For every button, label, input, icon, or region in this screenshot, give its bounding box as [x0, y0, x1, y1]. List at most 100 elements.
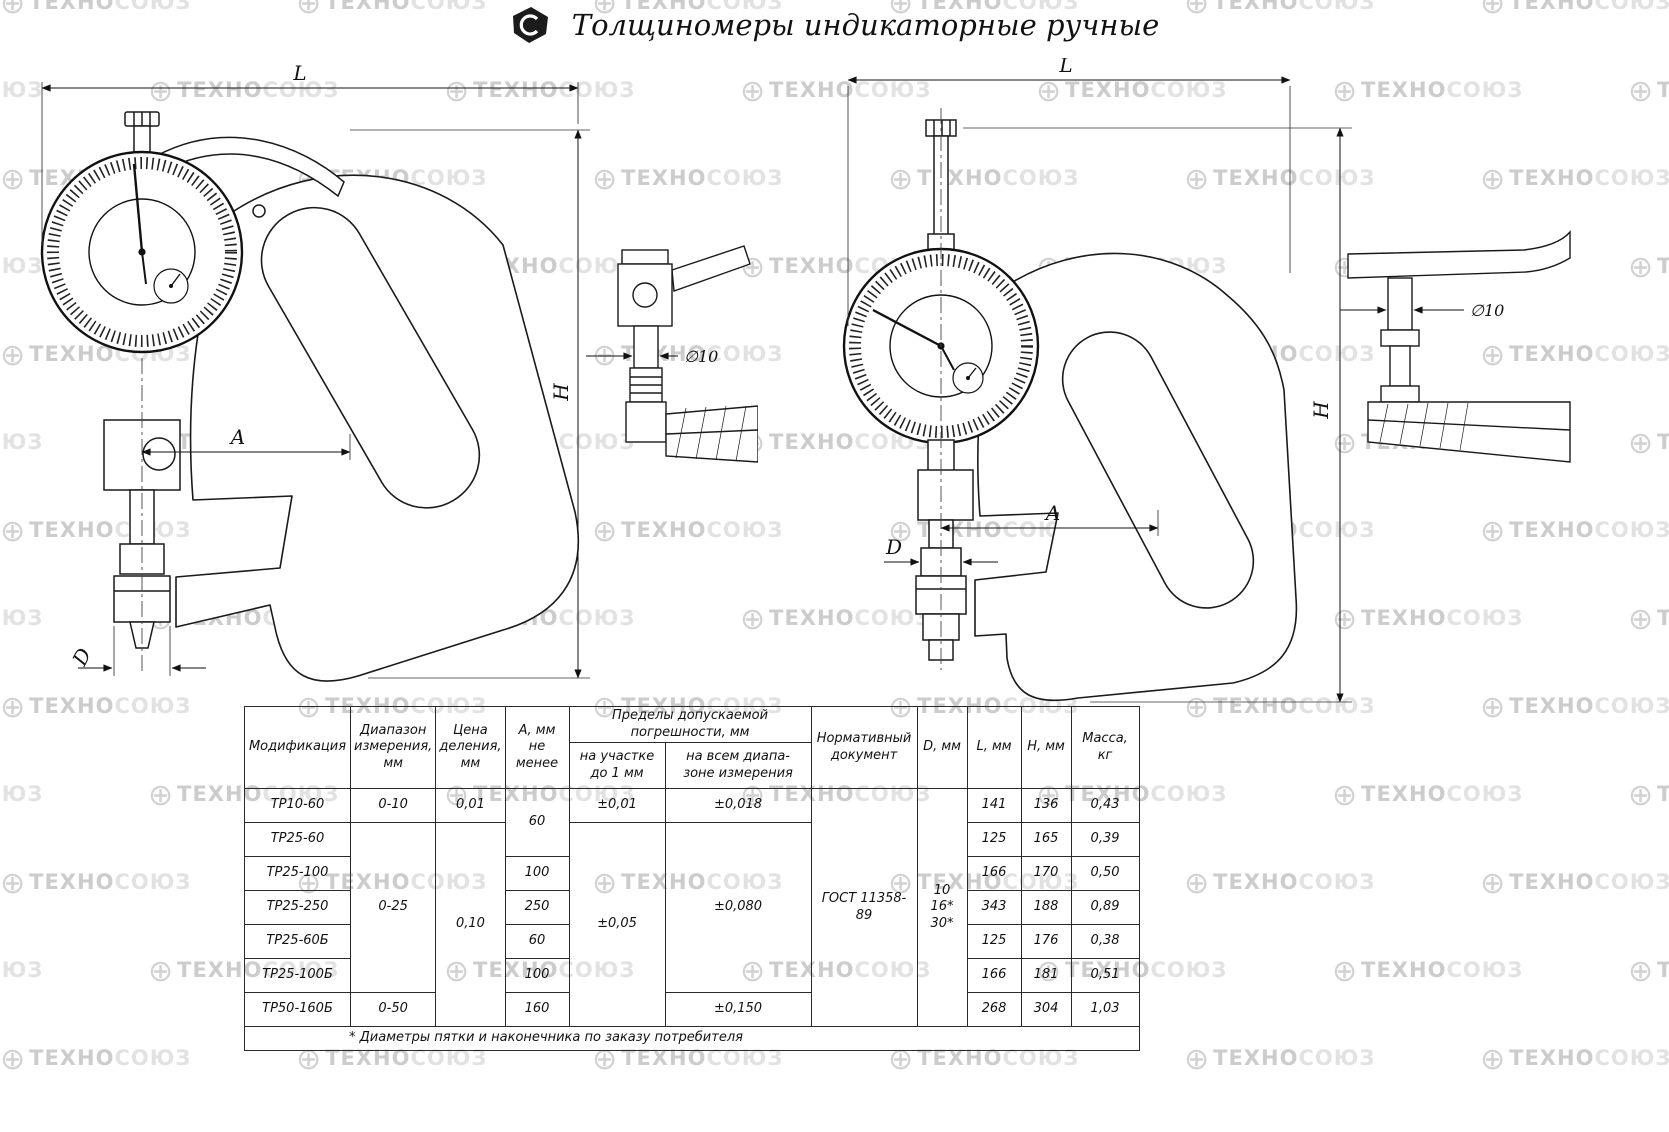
column-header-a-min: А, мм не менее — [504, 706, 570, 789]
column-header-modification: Модификация — [244, 706, 351, 789]
dia-10-label: ∅10 — [1470, 301, 1504, 320]
watermark-item: ⊕ТЕХНОСОЮЗ — [740, 602, 932, 637]
upper-beam — [1347, 230, 1571, 279]
clamp-block — [917, 469, 974, 521]
watermark-item: ⊕ТЕХНОСОЮЗ — [888, 0, 1080, 21]
watermark-item: ⊕ТЕХНОСОЮЗ — [0, 338, 192, 373]
cell-modification: ТР25-60 — [244, 822, 351, 857]
hatching — [1379, 402, 1469, 451]
watermark-item: ⊕ТЕХНОСОЮЗ — [1628, 602, 1669, 637]
watermark-item: ⊕ТЕХНОСОЮЗ — [740, 1130, 931, 1132]
left-projection-drawing: L H A D ∅10 — [40, 61, 758, 682]
dimension-lines — [847, 76, 1464, 703]
section-view — [617, 245, 758, 463]
table-row: ТР25-100Б 100 166 181 0,51 — [244, 958, 1140, 993]
watermark-item: ⊕ТЕХНОСОЮЗ — [1332, 602, 1524, 637]
dim-L-label: L — [1058, 58, 1072, 77]
table-row: ТР10-60 0-10 0,01 60 ±0,01 ±0,018 ГОСТ 1… — [244, 788, 1140, 1027]
watermark-item: ⊕ТЕХНОСОЮЗ — [1184, 0, 1376, 21]
cell-l: 166 — [966, 958, 1022, 993]
watermark-item: ⊕ТЕХНОСОЮЗ — [1480, 866, 1669, 901]
right-projection-drawing: L H A D ∅10 — [842, 58, 1571, 703]
cell-modification: ТР25-100Б — [244, 958, 351, 993]
column-header-h: Н, мм — [1020, 706, 1072, 789]
cell-mass: 0,38 — [1070, 924, 1140, 959]
watermark-item: ⊕ТЕХНОСОЮЗ — [0, 430, 44, 454]
cell-mass: 0,51 — [1070, 958, 1140, 993]
lever-pivot-screw — [252, 204, 266, 218]
cell-mass: 0,43 — [1070, 788, 1140, 823]
watermark-item: ⊕ТЕХНОСОЮЗ — [1628, 250, 1669, 285]
table-footnote: * Диаметры пятки и наконечника по заказу… — [244, 1026, 1140, 1051]
cell-a: 250 — [504, 890, 570, 925]
watermark-item: ⊕ТЕХНОСОЮЗ — [592, 514, 784, 549]
watermark-item: ⊕ТЕХНОСОЮЗ — [0, 0, 192, 21]
cell-error-section: ±0,01 — [568, 788, 666, 823]
cell-l: 125 — [966, 924, 1022, 959]
watermark-item: ⊕ТЕХНОСОЮЗ — [1332, 1130, 1523, 1132]
spec-table: Модификация Диапазон измерения, мм Цена … — [244, 706, 1140, 1051]
cell-a: 100 — [504, 958, 570, 993]
frame-slot — [1061, 331, 1255, 609]
table-row: ТР25-100 100 166 170 0,50 — [244, 856, 1140, 891]
cell-modification: ТР10-60 — [244, 788, 351, 823]
title-row: Толщиномеры индикаторные ручные — [0, 6, 1669, 44]
dim-A-label: A — [1044, 501, 1060, 525]
dial-indicator — [40, 150, 244, 354]
watermark-item: ⊕ТЕХНОСОЮЗ — [1480, 1042, 1669, 1077]
watermark-item: ⊕ТЕХНОСОЮЗ — [1184, 1042, 1376, 1077]
section-view — [1347, 230, 1571, 463]
cell-error-full: ±0,150 — [664, 992, 812, 1027]
watermark-item: ⊕ТЕХНОСОЮЗ — [1036, 1130, 1227, 1132]
cell-error-section: ±0,05 — [568, 822, 666, 1027]
watermark-item: ⊕ТЕХНОСОЮЗ — [0, 606, 44, 630]
cell-mass: 0,89 — [1070, 890, 1140, 925]
manufacturer-logo — [512, 7, 548, 43]
column-header-division: Цена деления, мм — [435, 706, 506, 789]
cell-error-full: ±0,018 — [664, 788, 812, 823]
frame-arm-section — [665, 405, 758, 463]
cell-l: 125 — [966, 822, 1022, 857]
watermark-item: ⊕ТЕХНОСОЮЗ — [1628, 954, 1669, 989]
cell-h: 304 — [1020, 992, 1072, 1027]
watermark-item: ⊕ТЕХНОСОЮЗ — [1184, 162, 1376, 197]
cell-h: 165 — [1020, 822, 1072, 857]
column-header-range: Диапазон измерения, мм — [349, 706, 437, 789]
spindle-assembly — [915, 439, 974, 661]
table-row: ТР25-60 0-25 0,10 ±0,05 ±0,080 125 165 0… — [244, 822, 1140, 1027]
cell-modification: ТР25-60Б — [244, 924, 351, 959]
cell-h: 181 — [1020, 958, 1072, 993]
watermark-item: ⊕ТЕХНОСОЮЗ — [444, 1130, 635, 1132]
watermark-item: ⊕ТЕХНОСОЮЗ — [1480, 690, 1669, 725]
hatching — [675, 405, 747, 462]
watermark-item: ⊕ТЕХНОСОЮЗ — [1184, 866, 1376, 901]
column-header-d: D, мм — [916, 706, 968, 789]
cell-a: 60 — [504, 924, 570, 959]
cell-h: 188 — [1020, 890, 1072, 925]
gauge-frame — [974, 252, 1298, 702]
gauge-frame — [175, 174, 580, 682]
clamp-screw — [142, 437, 176, 471]
column-header-mass: Масса, кг — [1070, 706, 1140, 789]
dial-needle — [132, 163, 144, 253]
watermark-item: ⊕ТЕХНОСОЮЗ — [0, 690, 192, 725]
table-footnote-row: * Диаметры пятки и наконечника по заказу… — [244, 1026, 1140, 1051]
page-title: Толщиномеры индикаторные ручные — [571, 8, 1160, 42]
dim-D-label: D — [67, 644, 96, 670]
table-row: ТР25-250 250 343 188 0,89 — [244, 890, 1140, 925]
cell-modification: ТР25-100 — [244, 856, 351, 891]
watermark-item: ⊕ТЕХНОСОЮЗ — [296, 0, 488, 21]
cell-range: 0-10 — [349, 788, 437, 823]
cell-l: 141 — [966, 788, 1022, 823]
column-header-error-full: на всем диапа- зоне измерения — [664, 742, 812, 789]
cell-a: 60 — [504, 788, 570, 857]
cell-modification: ТР25-250 — [244, 890, 351, 925]
dial-ticks — [47, 157, 237, 347]
watermark-item: ⊕ТЕХНОСОЮЗ — [592, 162, 784, 197]
cell-d: 10 16* 30* — [916, 788, 968, 1027]
cell-division: 0,01 — [435, 788, 506, 823]
logo-c-mark — [519, 14, 538, 36]
cell-document: ГОСТ 11358-89 — [810, 788, 918, 1027]
watermark-item: ⊕ТЕХНОСОЮЗ — [1480, 338, 1669, 373]
